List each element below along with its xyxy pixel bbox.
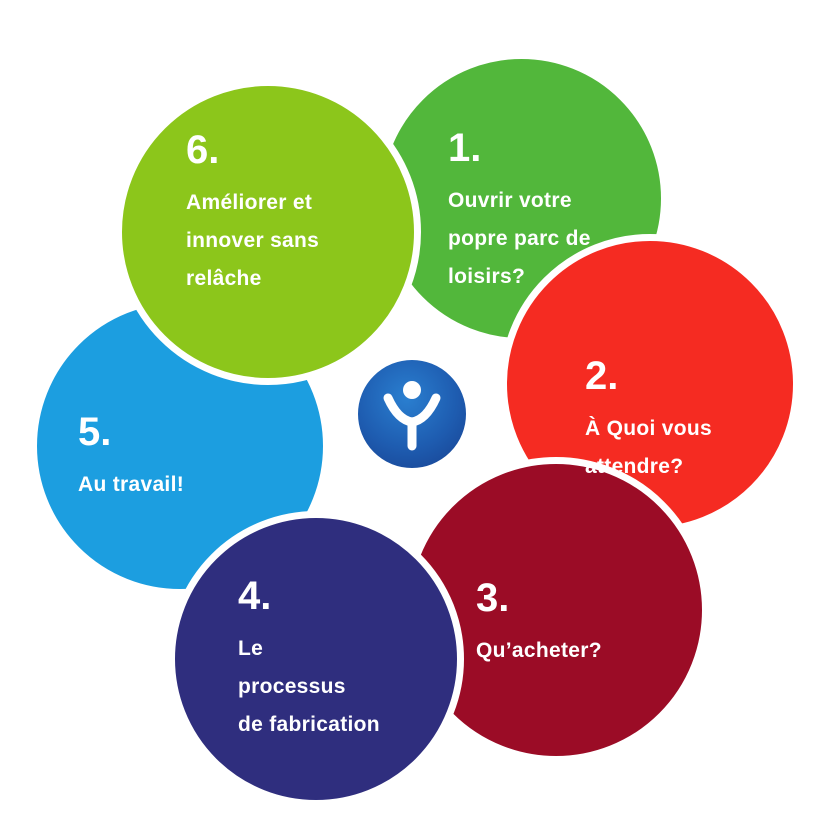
step-6-text: Améliorer et innover sans relâche xyxy=(186,191,320,290)
step-5-number: 5. xyxy=(78,410,112,454)
step-1-content: 1. Ouvrir votre popre parc de loisirs? xyxy=(448,128,591,296)
step-1-text: Ouvrir votre popre parc de loisirs? xyxy=(448,189,591,288)
step-5-content: 5. Au travail! xyxy=(78,412,184,504)
step-1-number: 1. xyxy=(448,126,482,170)
step-4-circle xyxy=(168,511,464,807)
step-2-text: À Quoi vous attendre? xyxy=(585,417,712,478)
step-5-text: Au travail! xyxy=(78,473,184,496)
step-3-text: Qu’acheter? xyxy=(476,639,602,662)
step-2-number: 2. xyxy=(585,354,619,398)
step-2-content: 2. À Quoi vous attendre? xyxy=(585,356,712,486)
center-logo xyxy=(354,356,470,472)
step-6-content: 6. Améliorer et innover sans relâche xyxy=(186,130,319,298)
step-3-content: 3. Qu’acheter? xyxy=(476,578,602,670)
step-3-number: 3. xyxy=(476,576,510,620)
step-4-text: Le processus de fabrication xyxy=(238,637,380,736)
step-4-content: 4. Le processus de fabrication xyxy=(238,576,380,744)
step-6-circle xyxy=(115,79,421,385)
step-6-number: 6. xyxy=(186,128,220,172)
person-y-logo-icon xyxy=(383,381,441,451)
step-4-number: 4. xyxy=(238,574,272,618)
